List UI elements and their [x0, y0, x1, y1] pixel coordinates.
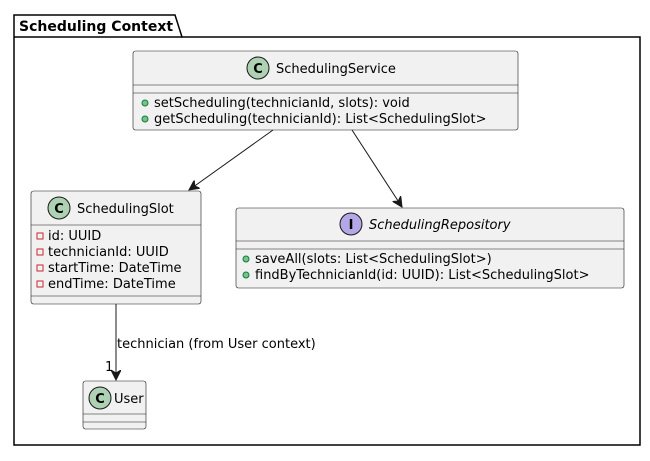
public-visibility-icon: [141, 115, 149, 123]
package-scheduling-context: Scheduling Context: [13, 14, 641, 446]
class-member: getScheduling(technicianId): List<Schedu…: [154, 112, 487, 127]
class-badge-icon: [246, 56, 270, 80]
multiplicity-label: 1: [105, 360, 113, 375]
private-visibility-icon: [36, 232, 44, 240]
class-box: [235, 207, 625, 289]
relation-label: technician (from User context): [117, 337, 316, 352]
class-name: User: [114, 392, 144, 407]
private-visibility-icon: [36, 280, 44, 288]
interface-scheduling-repository[interactable]: I SchedulingRepository saveAll(slots: Li…: [235, 207, 625, 289]
package-title: Scheduling Context: [19, 19, 173, 35]
class-member: id: UUID: [48, 229, 101, 244]
public-visibility-icon: [242, 255, 250, 263]
private-visibility-icon: [36, 264, 44, 272]
class-member: findByTechnicianId(id: UUID): List<Sched…: [255, 268, 589, 283]
public-visibility-icon: [242, 271, 250, 279]
association-service-to-repository: [351, 129, 402, 207]
class-name: SchedulingSlot: [77, 202, 174, 217]
class-name: SchedulingService: [276, 62, 396, 77]
interface-badge-icon: [339, 212, 363, 236]
class-scheduling-service[interactable]: C SchedulingService setScheduling(techni…: [132, 50, 519, 131]
class-member: setScheduling(technicianId, slots): void: [154, 96, 410, 111]
class-member: technicianId: UUID: [48, 245, 169, 260]
class-member: endTime: DateTime: [48, 277, 176, 292]
public-visibility-icon: [141, 99, 149, 107]
class-box: [132, 50, 519, 131]
class-badge-letter: C: [95, 392, 105, 407]
class-member: startTime: DateTime: [48, 261, 182, 276]
private-visibility-icon: [36, 248, 44, 256]
association-service-to-slot: [189, 129, 274, 190]
class-user[interactable]: C User: [82, 380, 147, 430]
class-member: saveAll(slots: List<SchedulingSlot>): [255, 252, 492, 267]
class-badge-letter: C: [253, 62, 263, 77]
class-badge-icon: [47, 196, 71, 220]
class-badge-letter: C: [54, 202, 64, 217]
class-scheduling-slot[interactable]: C SchedulingSlot id: UUID technicianId: …: [30, 190, 202, 305]
interface-badge-letter: I: [349, 218, 354, 233]
class-badge-icon: [88, 386, 112, 410]
interface-name: SchedulingRepository: [369, 218, 511, 233]
package-frame: [13, 14, 641, 446]
